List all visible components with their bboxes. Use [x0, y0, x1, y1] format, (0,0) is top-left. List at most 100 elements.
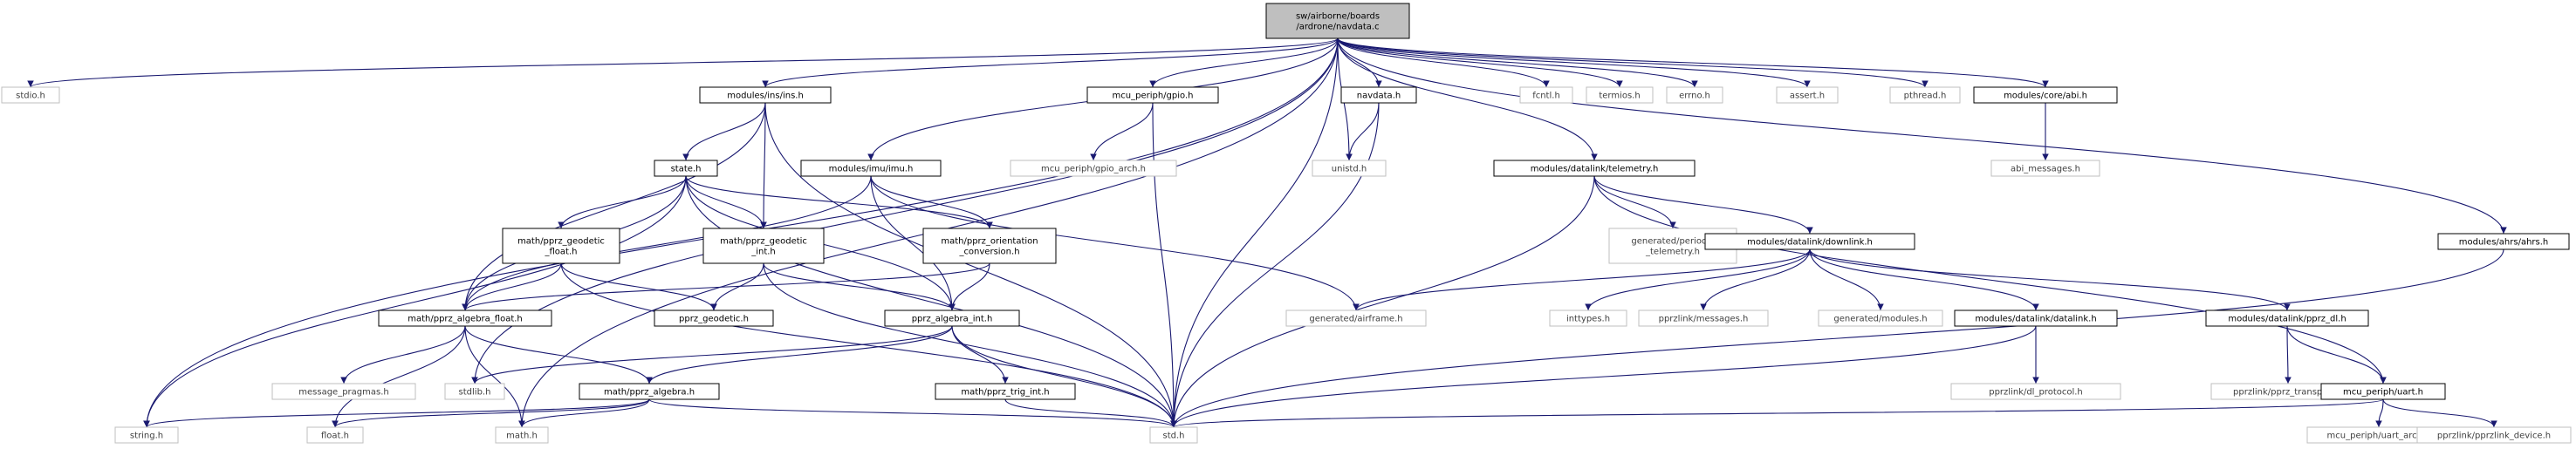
- edge-orient_conv-to-alg_float: [462, 262, 990, 311]
- edge-imu-to-orient_conv: [870, 175, 993, 229]
- node-box: [1519, 86, 1573, 104]
- node-pprzlink-device: pprzlink/pprzlink_device.h: [2416, 426, 2572, 444]
- node-telemetry[interactable]: modules/datalink/telemetry.h: [1493, 160, 1696, 177]
- node-box: [1973, 86, 2118, 104]
- node-label: mcu_periph/uart.h: [2343, 388, 2423, 398]
- node-stdlib: stdlib.h: [444, 383, 505, 400]
- node-label: modules/datalink/telemetry.h: [1531, 165, 1659, 174]
- node-box: [1889, 86, 1961, 104]
- node-ahrs[interactable]: modules/ahrs/ahrs.h: [2437, 233, 2570, 250]
- node-label: pthread.h: [1904, 92, 1947, 101]
- node-geodetic-int[interactable]: math/pprz_geodetic_int.h: [702, 228, 825, 264]
- node-label: mcu_periph/gpio.h: [1113, 92, 1194, 101]
- node-label: math/pprz_trig_int.h: [961, 388, 1049, 398]
- edge-geodetic_int-to-alg_int: [763, 262, 956, 311]
- node-abi[interactable]: modules/core/abi.h: [1973, 86, 2118, 104]
- edge-downlink-to-gen_modules: [1809, 248, 1884, 311]
- node-label: generated/periodic: [1631, 237, 1714, 247]
- node-root[interactable]: sw/airborne/boards/ardrone/navdata.c: [1265, 3, 1410, 39]
- edge-alg_int-to-alg: [646, 325, 953, 384]
- node-label: modules/ahrs/ahrs.h: [2459, 238, 2549, 248]
- node-label: pprzlink/pprz_transport.h: [2233, 388, 2343, 398]
- node-datalink[interactable]: modules/datalink/datalink.h: [1954, 310, 2118, 327]
- edge-state-to-std: [685, 175, 1177, 428]
- node-box: [1285, 310, 1427, 327]
- edge-alg_int-to-std: [951, 325, 1177, 428]
- node-box: [495, 426, 549, 444]
- edge-root-to-ins: [762, 37, 1339, 88]
- node-box: [1704, 233, 1915, 250]
- edge-alg_int-to-stdlib: [471, 325, 953, 384]
- node-ins[interactable]: modules/ins/ins.h: [699, 86, 832, 104]
- node-label: state.h: [671, 165, 702, 174]
- node-alg[interactable]: math/pprz_algebra.h: [579, 383, 720, 400]
- node-box: [1010, 160, 1177, 177]
- node-inttypes: inttypes.h: [1549, 310, 1627, 327]
- node-box: [378, 310, 552, 327]
- node-downlink[interactable]: modules/datalink/downlink.h: [1704, 233, 1915, 250]
- edge-downlink-to-pprz_dl: [1809, 248, 2291, 311]
- edge-root-to-pthread: [1337, 37, 1929, 88]
- node-label: pprzlink/messages.h: [1659, 315, 1749, 324]
- node-box: [654, 310, 774, 327]
- node-dl-protocol: pprzlink/dl_protocol.h: [1950, 383, 2121, 400]
- edge-telemetry-to-std: [1170, 175, 1595, 428]
- node-label: message_pragmas.h: [298, 388, 388, 398]
- node-string: string.h: [114, 426, 179, 444]
- graph-edges: [27, 37, 2507, 428]
- edge-root-to-std: [1170, 37, 1339, 428]
- node-unistd: unistd.h: [1312, 160, 1387, 177]
- node-pprz-dl[interactable]: modules/datalink/pprz_dl.h: [2205, 310, 2369, 327]
- node-alg-int[interactable]: pprz_algebra_int.h: [884, 310, 1020, 327]
- edge-ins-to-state: [682, 102, 766, 161]
- node-box: [1990, 160, 2100, 177]
- node-pprz-geodetic[interactable]: pprz_geodetic.h: [654, 310, 774, 327]
- edge-gpio-to-std: [1152, 102, 1177, 428]
- edge-root-to-telemetry: [1337, 37, 1598, 161]
- node-pthread: pthread.h: [1889, 86, 1961, 104]
- edge-trig_int-to-std: [1004, 398, 1177, 428]
- edge-root-to-stdio: [27, 37, 1339, 88]
- edge-alg_float-to-msg_pragmas: [340, 325, 466, 384]
- node-box: [2205, 310, 2369, 327]
- node-geodetic-float[interactable]: math/pprz_geodetic_float.h: [502, 228, 620, 264]
- edge-root-to-ahrs: [1337, 37, 2507, 235]
- node-orient-conv[interactable]: math/pprz_orientation_conversion.h: [922, 228, 1057, 264]
- node-label: string.h: [130, 432, 163, 441]
- edge-telemetry-to-periodic_tel: [1593, 175, 1676, 229]
- edge-root-to-gpio: [1149, 37, 1339, 88]
- edge-telemetry-to-uart: [1593, 175, 2387, 384]
- node-box: [800, 160, 942, 177]
- edge-imu-to-airframe: [870, 175, 1360, 311]
- node-label: sw/airborne/boards: [1296, 12, 1380, 22]
- edge-state-to-geodetic_int: [685, 175, 767, 229]
- edge-uart-to-pprzlink_device: [2382, 398, 2497, 428]
- edge-pprz_dl-to-uart: [2286, 325, 2387, 384]
- node-gpio[interactable]: mcu_periph/gpio.h: [1086, 86, 1219, 104]
- node-uart[interactable]: mcu_periph/uart.h: [2320, 383, 2446, 400]
- edge-imu-to-alg_float: [462, 175, 872, 311]
- node-box: [1818, 310, 1943, 327]
- node-label: termios.h: [1599, 92, 1640, 101]
- node-box: [1265, 3, 1410, 39]
- node-box: [306, 426, 364, 444]
- node-label: math/pprz_geodetic: [720, 237, 807, 247]
- node-label: _int.h: [750, 248, 776, 257]
- edge-state-to-orient_conv: [685, 175, 993, 229]
- node-navdata-h[interactable]: navdata.h: [1340, 86, 1417, 104]
- node-label: _telemetry.h: [1645, 248, 1700, 257]
- edge-uart-to-uart_arch: [2375, 398, 2384, 428]
- node-imu[interactable]: modules/imu/imu.h: [800, 160, 942, 177]
- node-state[interactable]: state.h: [654, 160, 718, 177]
- node-std: std.h: [1149, 426, 1198, 444]
- node-alg-float[interactable]: math/pprz_algebra_float.h: [378, 310, 552, 327]
- node-box: [702, 228, 825, 264]
- edge-telemetry-to-downlink: [1593, 175, 1813, 235]
- node-fcntl: fcntl.h: [1519, 86, 1573, 104]
- node-box: [502, 228, 620, 264]
- edge-ins-to-geodetic_int: [760, 102, 767, 229]
- node-gpio-arch: mcu_periph/gpio_arch.h: [1010, 160, 1177, 177]
- node-assert: assert.h: [1776, 86, 1839, 104]
- node-label: modules/datalink/pprz_dl.h: [2228, 315, 2346, 324]
- node-trig-int[interactable]: math/pprz_trig_int.h: [935, 383, 1076, 400]
